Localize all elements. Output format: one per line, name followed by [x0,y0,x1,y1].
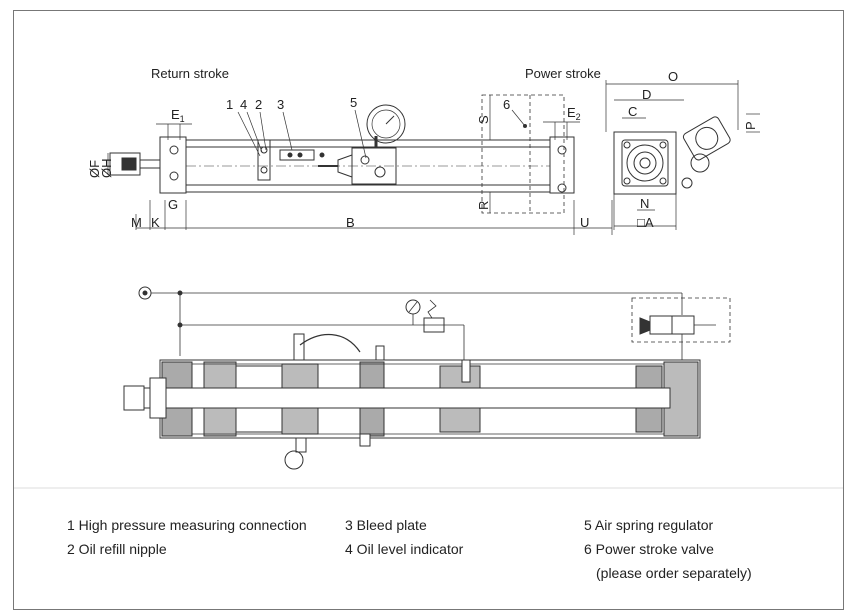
valve-block-right [671,315,695,335]
dim-a: □A [637,215,654,230]
legend-item-2: 2 Oil refill nipple [67,541,167,557]
valve-dashed-box [631,297,731,343]
callout-6: 6 [503,97,511,112]
right-end-plate [549,136,575,194]
dim-e2: E2 [567,106,581,122]
bleed-plate [279,149,315,161]
callout-4: 4 [240,97,248,112]
regulator-symbol [423,317,445,333]
top-side-view [107,94,613,235]
power-stroke-label: Power stroke [525,66,601,81]
dim-u: U [580,215,590,230]
legend-item-3: 3 Bleed plate [345,517,427,533]
pressure-gauge [366,104,406,144]
dim-h: ØH [99,158,114,179]
valve-block-left [649,315,673,335]
legend-item-6-note: (please order separately) [596,565,752,581]
piston-rod [137,387,671,409]
dim-b: B [346,215,355,230]
dim-e1: E1 [171,108,185,124]
dim-k: K [151,215,160,230]
dim-d: D [642,87,652,102]
dim-s: S [476,115,491,124]
end-view-gauge [682,116,731,161]
power-stroke-valve-outline [481,94,565,214]
end-flange [613,131,677,195]
legend-item-1: 1 High pressure measuring connection [67,517,307,533]
dim-g: G [168,197,179,212]
section-view [14,286,843,489]
dim-o: O [668,69,679,84]
dim-n: N [640,196,650,211]
bleed-block [257,139,271,181]
air-spring-regulator [351,147,397,185]
callout-5: 5 [350,95,358,110]
callout-2: 2 [255,97,263,112]
legend-item-4: 4 Oil level indicator [345,541,464,557]
dim-e1-sub: 1 [179,114,185,124]
dim-e2-letter: E [567,105,576,120]
callout-3: 3 [277,97,285,112]
legend-item-6: 6 Power stroke valve [584,541,714,557]
dim-c: C [628,104,638,119]
return-stroke-label: Return stroke [151,66,230,81]
dim-p: P [743,121,758,130]
legend-item-5: 5 Air spring regulator [584,517,714,533]
end-view [605,80,760,230]
dim-r: R [476,200,491,210]
dim-e1-letter: E [171,107,180,122]
rod-end-fitting [109,152,141,176]
rod-end-nut [121,157,137,171]
dim-e2-sub: 2 [575,112,581,122]
left-end-plate [159,136,187,194]
dim-m: M [131,215,142,230]
callout-1: 1 [226,97,234,112]
